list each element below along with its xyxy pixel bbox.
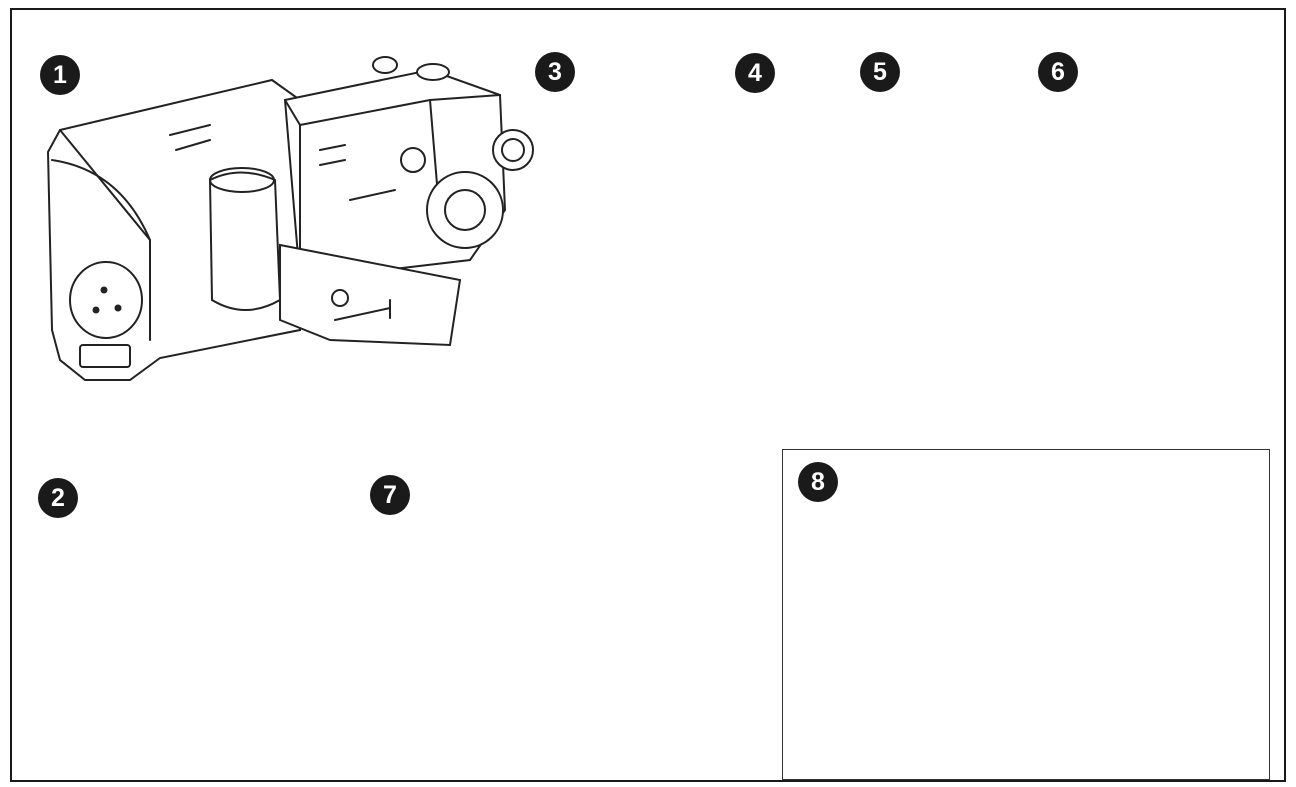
part-number-badge: 4 (735, 53, 775, 93)
part-number-badge: 2 (38, 478, 78, 518)
part-number-badge: 1 (40, 55, 80, 95)
part-number-badge: 5 (860, 52, 900, 92)
engine-auger-housing-icon (46, 56, 534, 381)
part-number-badge: 8 (798, 462, 838, 502)
part-number-badge: 7 (370, 475, 410, 515)
part-number-badge: 6 (1038, 52, 1078, 92)
part-number-badge: 3 (535, 52, 575, 92)
hardware-kit-box (782, 449, 1270, 780)
